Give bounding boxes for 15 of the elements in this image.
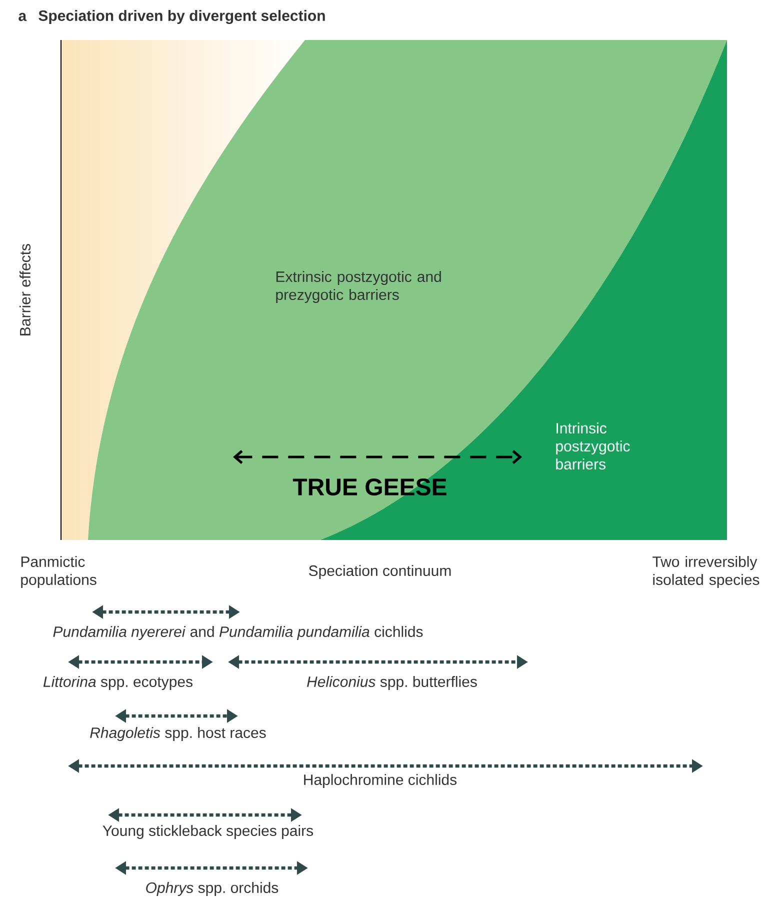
range-label: Young stickleback species pairs bbox=[102, 825, 314, 839]
region-label: Intrinsic postzygotic barriers bbox=[556, 422, 630, 470]
region-label: Extrinsic postzygotic and prezygotic barriers bbox=[276, 271, 441, 303]
range-label: Rhagoletis spp. host races bbox=[90, 727, 266, 741]
range-label: Pundamilia nyererei and Pundamilia pundamilia cichlids bbox=[53, 626, 423, 640]
axis-label: Barrier effects bbox=[20, 244, 30, 336]
axis-end-label: Panmictic populations bbox=[21, 556, 96, 588]
range-label: Ophrys spp. orchids bbox=[146, 882, 278, 896]
range-label: Haplochromine cichlids bbox=[304, 774, 457, 788]
axis-end-label: Two irreversibly isolated species bbox=[652, 556, 760, 588]
range-label: Heliconius spp. butterflies bbox=[307, 676, 477, 690]
panel-letter: a bbox=[18, 12, 27, 22]
range-label: Littorina spp. ecotypes bbox=[43, 676, 192, 690]
title: Speciation driven by divergent selection bbox=[38, 10, 325, 24]
axis-label: Speciation continuum bbox=[308, 565, 451, 579]
